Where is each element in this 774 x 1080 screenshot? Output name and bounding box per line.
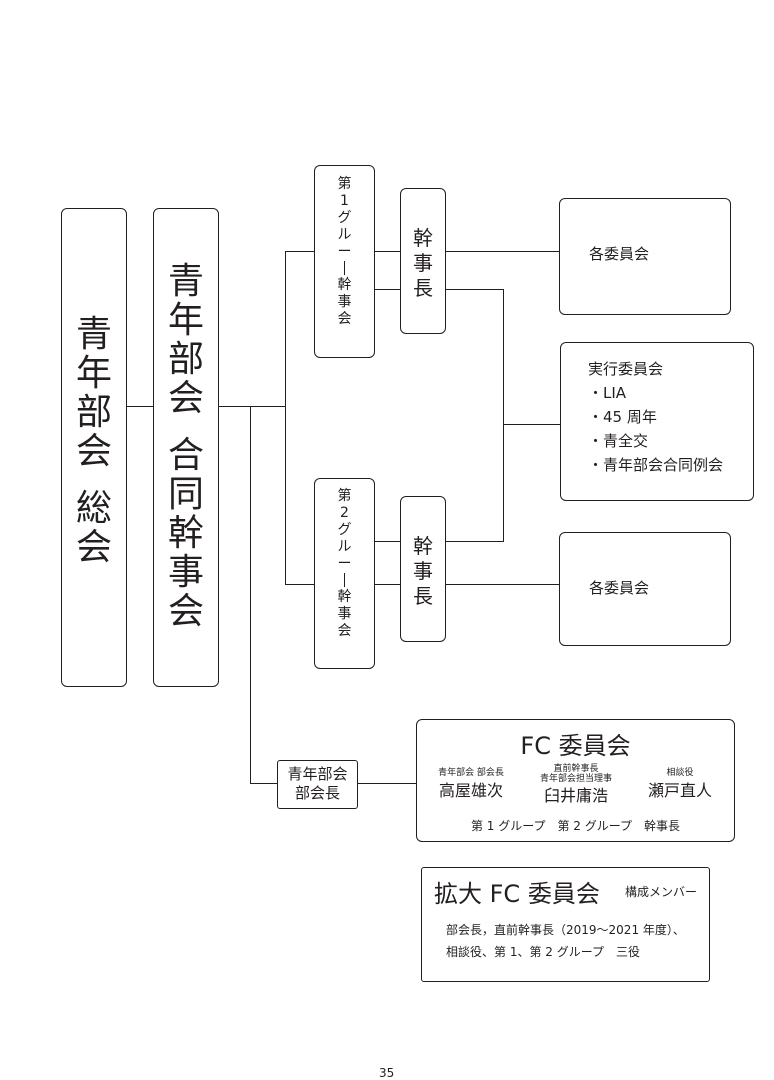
executive-item: ・青全交 bbox=[588, 432, 649, 450]
connector-line bbox=[503, 289, 505, 542]
fc-member-role-2: 青年部会担当理事 bbox=[539, 774, 612, 784]
fc-member-3: 相談役 瀬戸直人 bbox=[635, 768, 725, 801]
connector-line bbox=[374, 541, 401, 543]
connector-line bbox=[285, 251, 287, 585]
fc-member-role: 直前幹事長 bbox=[553, 764, 599, 774]
executive-committee-box: 実行委員会 ・LIA ・45 周年 ・青全交 ・青年部会合同例会 bbox=[560, 342, 754, 501]
connector-line bbox=[250, 406, 252, 784]
general-meeting-label: 青 年 部 会 総 会 bbox=[75, 313, 112, 568]
connector-line bbox=[374, 289, 401, 291]
expanded-fc-title: 拡大 FC 委員会 bbox=[434, 880, 600, 908]
fc-member-name: 高屋雄次 bbox=[438, 781, 503, 800]
fc-member-role: 青年部会 部会長 bbox=[438, 768, 504, 778]
committees-label-top: 各委員会 bbox=[589, 245, 650, 263]
fc-member-name: 臼井庸浩 bbox=[543, 786, 608, 805]
fc-member-name: 瀬戸直人 bbox=[647, 781, 712, 800]
group2-council-label: 第 2 グ ル ー 幹 事 会 bbox=[337, 487, 352, 639]
executive-item: ・LIA bbox=[588, 384, 627, 402]
chief-secretary-label-2: 幹 事 長 bbox=[413, 533, 433, 608]
fc-member-role: 相談役 bbox=[666, 768, 694, 778]
connector-line bbox=[285, 584, 315, 586]
fc-committee-title: FC 委員会 bbox=[520, 732, 631, 760]
connector-line bbox=[126, 406, 153, 408]
page-number: 35 bbox=[379, 1066, 395, 1080]
committees-box-top: 各委員会 bbox=[559, 198, 731, 315]
connector-line bbox=[357, 783, 417, 785]
fc-member-2: 直前幹事長 青年部会担当理事 臼井庸浩 bbox=[523, 764, 629, 806]
expanded-fc-line1: 部会長，直前幹事長（2019～2021 年度）、 bbox=[446, 923, 685, 937]
division-head-line1: 青年部会 bbox=[287, 765, 348, 783]
connector-line bbox=[503, 424, 561, 426]
connector-line bbox=[445, 584, 560, 586]
group1-council-label: 第 1 グ ル ー 幹 事 会 bbox=[337, 175, 352, 327]
executive-item: ・45 周年 bbox=[588, 408, 657, 426]
chief-secretary-box-1 bbox=[400, 188, 446, 334]
chief-secretary-box-2 bbox=[400, 496, 446, 642]
connector-line bbox=[445, 289, 504, 291]
committees-box-bottom: 各委員会 bbox=[559, 532, 731, 646]
executive-committee-title: 実行委員会 bbox=[588, 360, 664, 378]
expanded-fc-line2: 相談役、第 1、第 2 グループ 三役 bbox=[446, 945, 640, 959]
division-head-box: 青年部会 部会長 bbox=[277, 760, 358, 809]
fc-committee-footer: 第 1 グループ 第 2 グループ 幹事長 bbox=[470, 819, 681, 833]
fc-committee-box: FC 委員会 青年部会 部会長 高屋雄次 直前幹事長 青年部会担当理事 臼井庸浩… bbox=[416, 719, 735, 842]
general-meeting-box bbox=[61, 208, 127, 687]
chief-secretary-label-1: 幹 事 長 bbox=[413, 225, 433, 300]
joint-council-label: 青 年 部 会 合 同 幹 事 会 bbox=[167, 260, 204, 632]
connector-line bbox=[250, 783, 278, 785]
connector-line bbox=[285, 251, 315, 253]
committees-label-bottom: 各委員会 bbox=[589, 579, 650, 597]
connector-line bbox=[374, 251, 401, 253]
connector-line bbox=[218, 406, 286, 408]
executive-item: ・青年部会合同例会 bbox=[588, 456, 724, 474]
connector-line bbox=[445, 541, 504, 543]
connector-line bbox=[374, 584, 401, 586]
fc-member-1: 青年部会 部会長 高屋雄次 bbox=[423, 768, 519, 801]
division-head-line2: 部会長 bbox=[294, 784, 340, 802]
expanded-fc-subtitle: 構成メンバー bbox=[625, 885, 698, 899]
expanded-fc-box: 拡大 FC 委員会 構成メンバー 部会長，直前幹事長（2019～2021 年度）… bbox=[421, 867, 710, 982]
joint-council-box bbox=[153, 208, 219, 687]
connector-line bbox=[445, 251, 560, 253]
